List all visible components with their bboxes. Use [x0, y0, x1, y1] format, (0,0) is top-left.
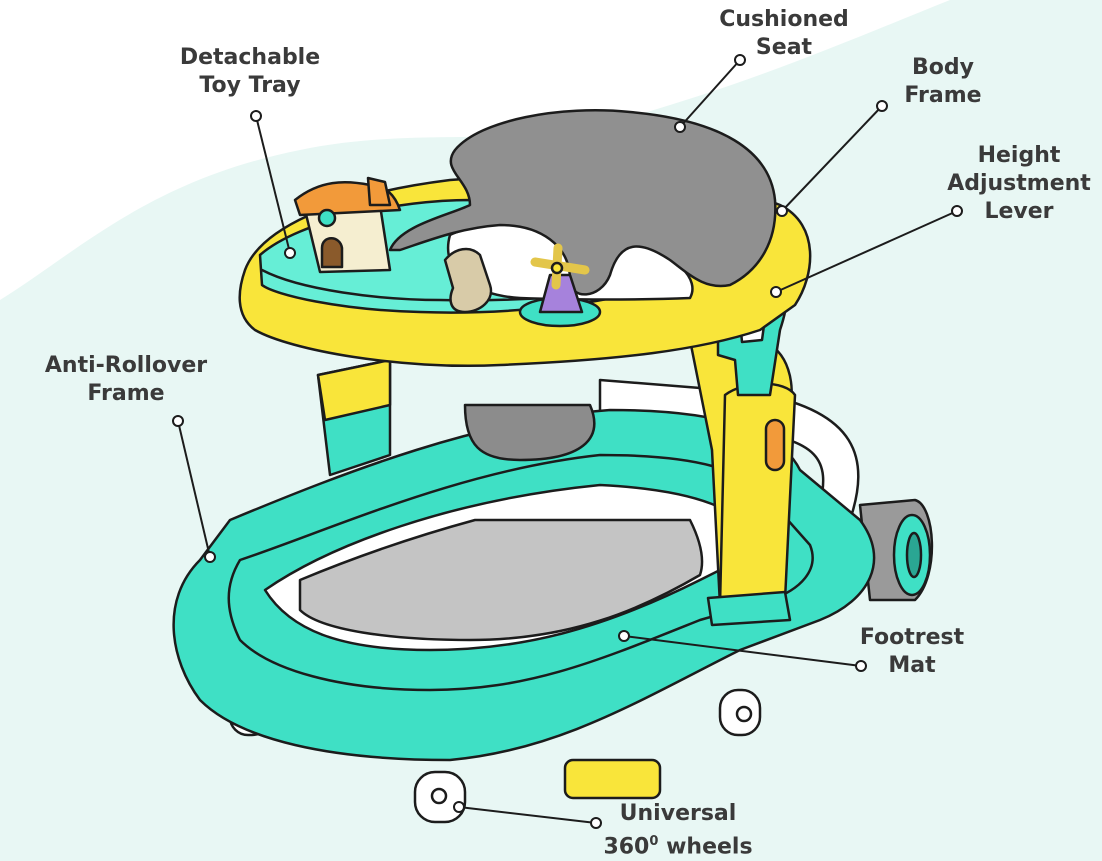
degree-superscript: 0	[649, 834, 658, 849]
yellow-front-clip	[565, 760, 660, 798]
wheels-word: wheels	[666, 834, 752, 859]
label-universal-wheels: Universal 3600 wheels	[588, 800, 768, 861]
label-footrest-mat: Footrest Mat	[850, 624, 974, 680]
wheels-degrees: 360	[603, 834, 649, 859]
label-body-frame: Body Frame	[888, 54, 998, 110]
column-base-teal	[708, 592, 790, 625]
orange-column-badge	[766, 420, 784, 470]
right-column-inner	[720, 384, 795, 605]
label-cushioned-seat: Cushioned Seat	[704, 6, 864, 62]
label-detachable-toy-tray: Detachable Toy Tray	[162, 44, 338, 100]
seat-underside	[465, 405, 594, 460]
wheel-back-right	[720, 690, 760, 735]
label-height-adjustment-lever: Height Adjustment Lever	[940, 142, 1098, 226]
wheel-front	[415, 772, 465, 822]
label-anti-rollover-frame: Anti-Rollover Frame	[28, 352, 224, 408]
